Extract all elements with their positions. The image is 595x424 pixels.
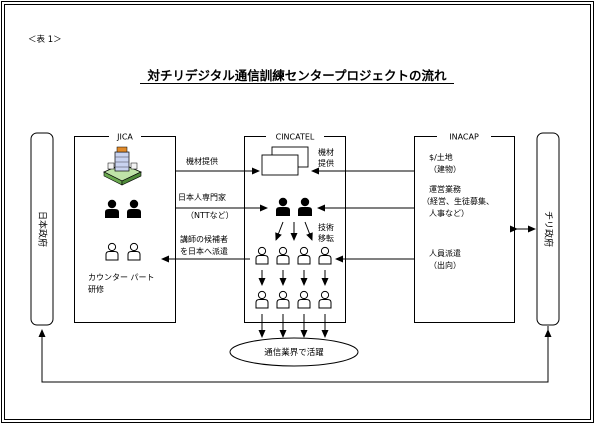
transfer-arrow [304, 221, 313, 241]
outcome-ellipse [229, 337, 359, 367]
table-label: ＜表 1＞ [28, 34, 62, 45]
operations-line1: 運営業務 [429, 184, 461, 194]
outcome-label: 通信業界で活躍 [264, 347, 324, 358]
jica-label-bg [109, 131, 141, 142]
equipment-label-line1: 機材 [318, 147, 334, 157]
tech-transfer-line1: 技術 [318, 222, 334, 232]
trainee-dispatch-line2: を日本へ派遣 [180, 246, 228, 256]
experts-label-line1: 日本人専門家 [178, 192, 226, 202]
transfer-arrow [275, 221, 284, 241]
land-building-line1: $/土地 [429, 152, 453, 162]
cincatel-label: CINCATEL [276, 133, 315, 142]
inacap-label: INACAP [449, 133, 479, 142]
operations-line3: 人事など） [429, 208, 469, 218]
staff-dispatch-line2: （出向） [429, 260, 461, 270]
counterpart-label-line1: カウンター パート [88, 273, 155, 282]
chile-government-label: チリ政府 [543, 211, 555, 247]
inacap-box [414, 136, 515, 323]
trainee-dispatch-line1: 講師の候補者 [180, 234, 228, 244]
jica-label: JICA [116, 133, 133, 142]
counterpart-label-line2: 研修 [88, 284, 104, 294]
chile-government-pillar [536, 132, 560, 326]
cincatel-label-bg [266, 131, 324, 142]
diagram-title: 対チリデジタル通信訓練センタープロジェクトの流れ [146, 68, 447, 83]
equipment-supply-label: 機材提供 [186, 156, 218, 166]
operations-line2: （経営、生徒募集、 [422, 196, 494, 206]
equipment-icon [261, 146, 309, 176]
inacap-label-bg [437, 131, 491, 142]
inner-frame [4, 4, 591, 420]
building-icon [103, 146, 142, 186]
japan-government-pillar [30, 132, 54, 326]
staff-dispatch-line1: 人員派遣 [429, 248, 461, 258]
experts-label-line2: （NTTなど） [186, 211, 234, 220]
equipment-label-line2: 提供 [318, 158, 334, 168]
japan-government-label: 日本政府 [37, 211, 49, 247]
tech-transfer-line2: 移転 [318, 233, 334, 243]
land-building-line2: （建物） [429, 164, 461, 174]
